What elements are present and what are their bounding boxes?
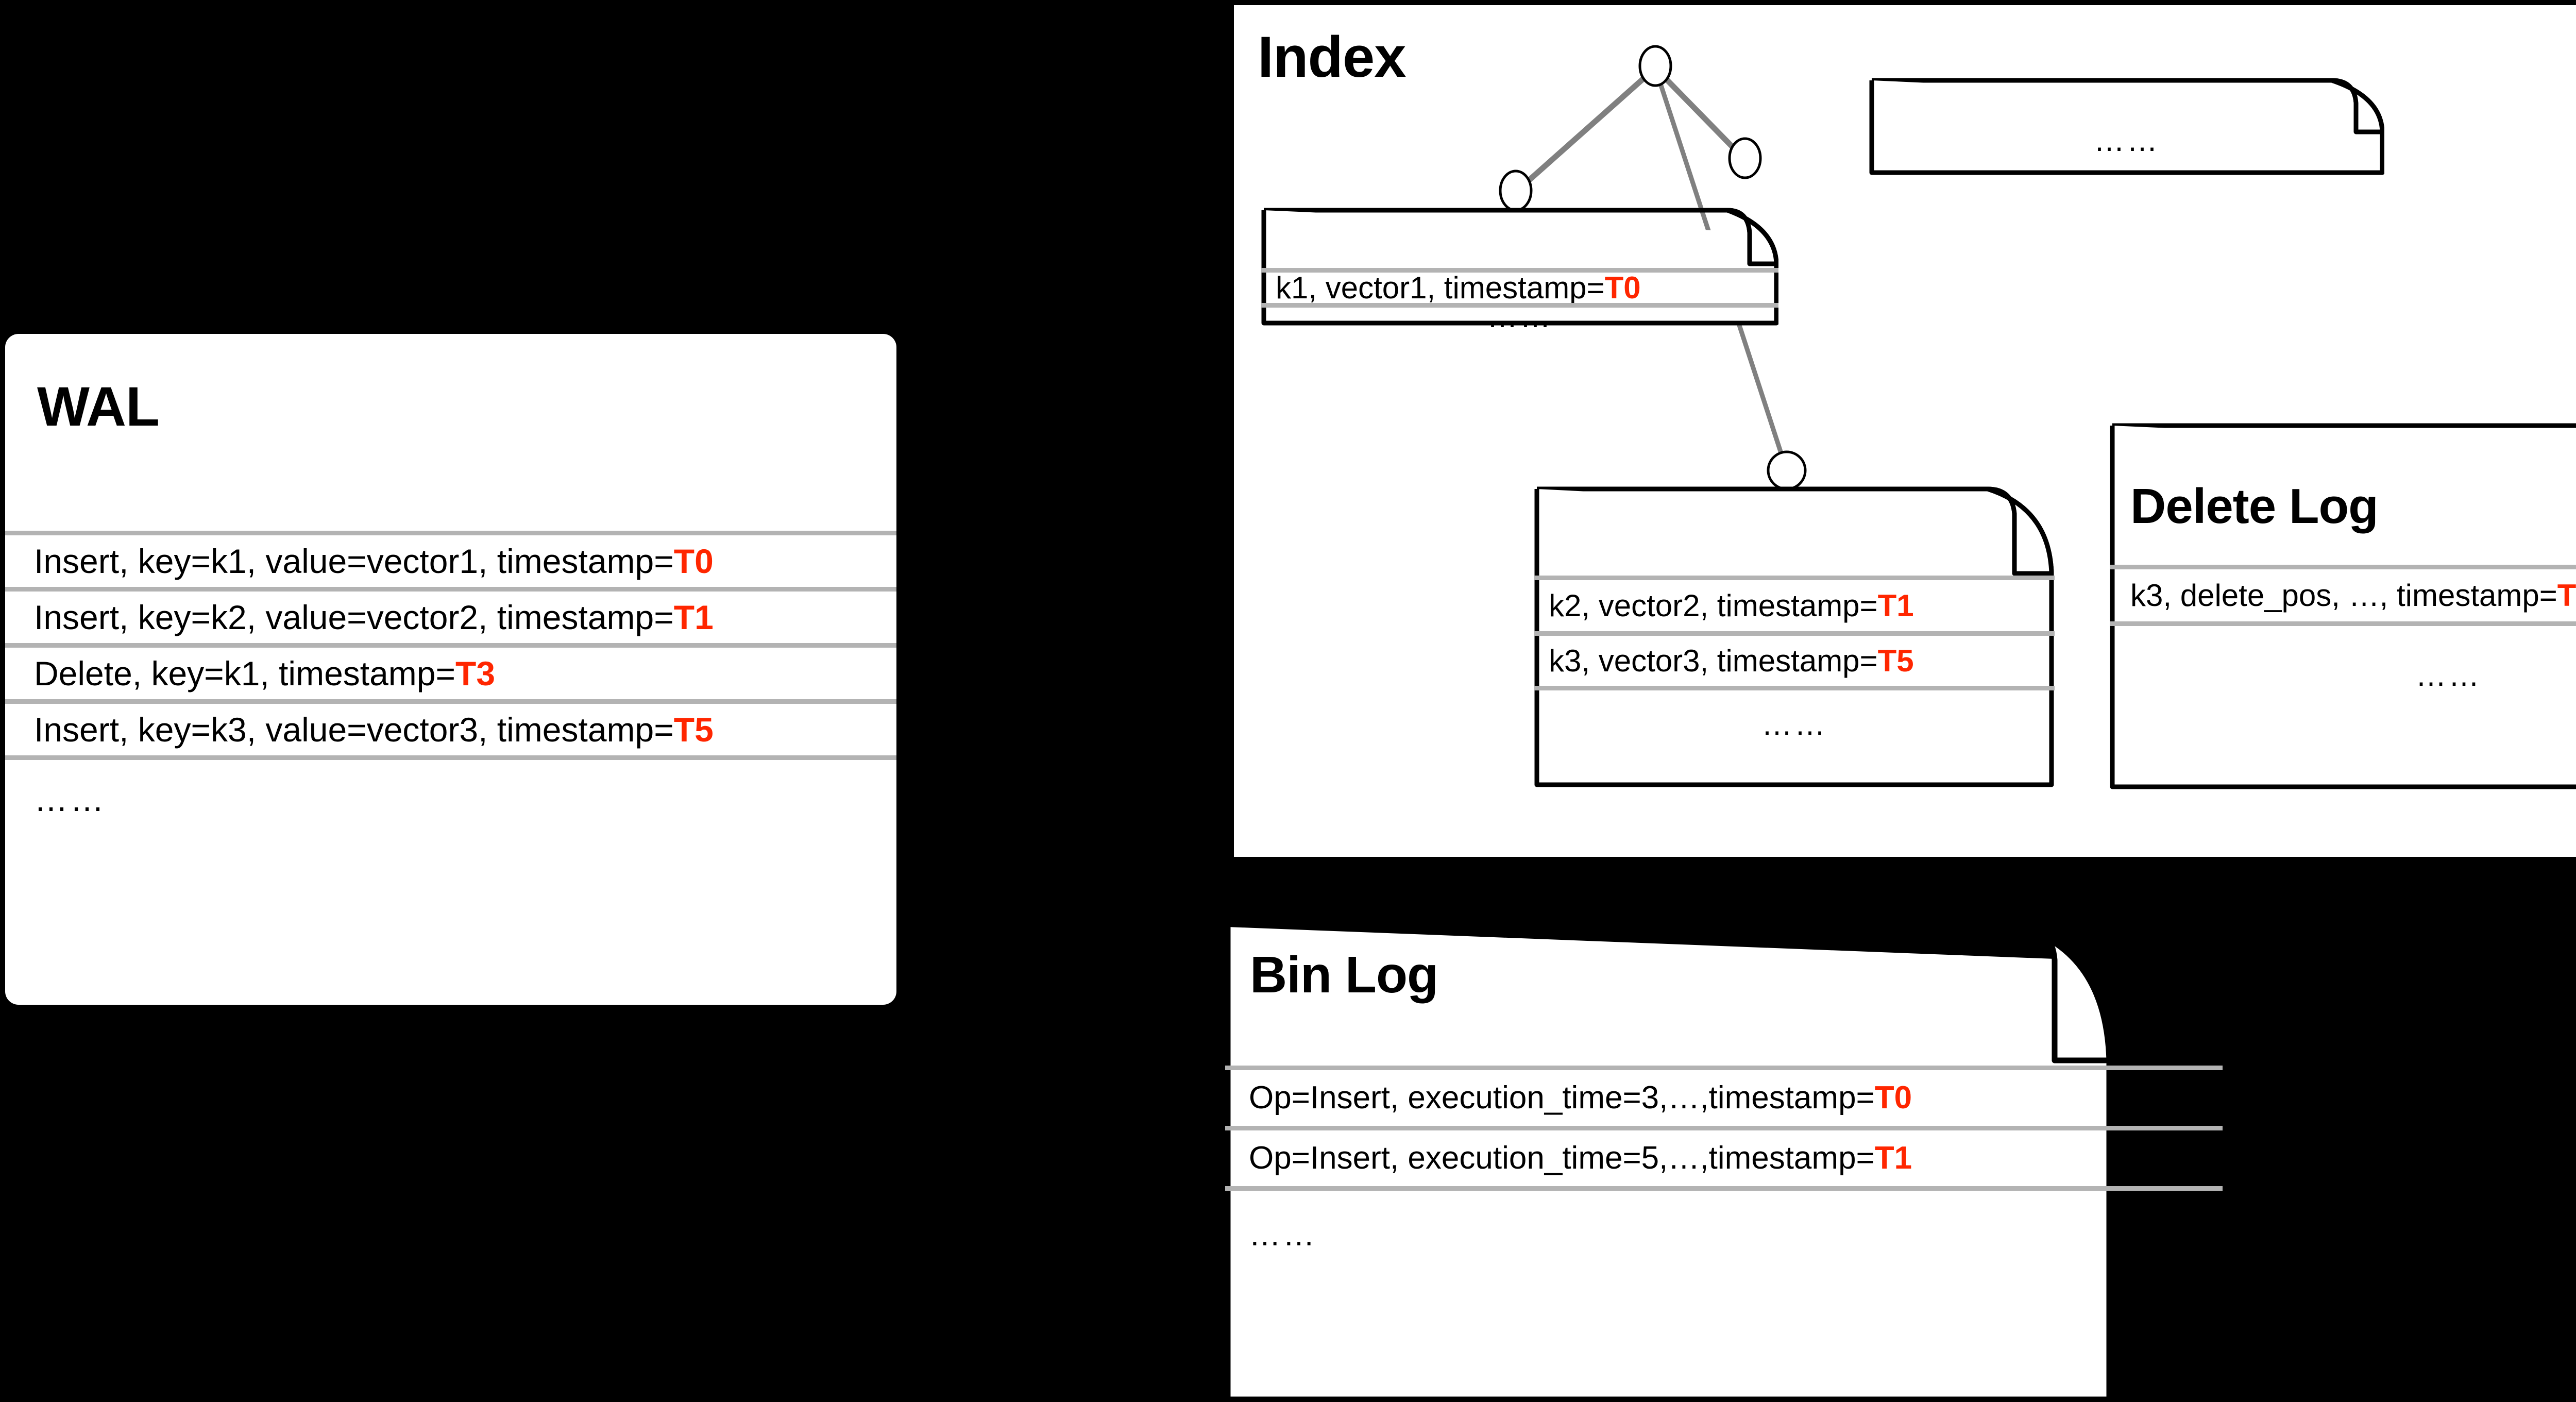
root-node-ellipse [1638, 45, 1672, 87]
delete-log-row-text: …… [2415, 657, 2482, 692]
index-leaf-row-text: k3, vector3, timestamp=T5 [1549, 643, 1914, 678]
wal-row-text: …… [34, 780, 106, 818]
timestamp-value: T5 [1877, 643, 1914, 678]
bin-log-rows: Bin Log Op=Insert, execution_time=3,…,ti… [1225, 924, 2223, 1402]
document-shape-outline [2110, 423, 2576, 789]
index-leaf-more-rows: …… [1869, 77, 2384, 175]
index-leaf-k1-rows: k1, vector1, timestamp=T0 …… [1261, 207, 1778, 332]
timestamp-value: T5 [673, 711, 714, 749]
wal-panel: WAL Insert, key=k1, value=vector1, times… [5, 334, 896, 1005]
index-leaf-row-text: …… [1487, 299, 1553, 334]
delete-log-row: …… [2110, 621, 2576, 724]
wal-row-text: Delete, key=k1, timestamp=T3 [34, 654, 496, 692]
index-leaf-row: …… [1534, 686, 2055, 758]
timestamp-value: T3 [455, 654, 496, 692]
bin-log-panel: Bin Log Op=Insert, execution_time=3,…,ti… [1225, 924, 2223, 1402]
delete-log-rows: Delete Log k3, delete_pos, …, timestamp=… [2110, 423, 2576, 789]
timestamp-value: T3 [2557, 578, 2576, 613]
wal-row-text: Insert, key=k3, value=vector3, timestamp… [34, 711, 714, 749]
wal-title: WAL [37, 375, 160, 437]
index-leaf-row-text: …… [2094, 123, 2160, 158]
index-leaf-k1: k1, vector1, timestamp=T0 …… [1261, 207, 1778, 332]
timestamp-value: T1 [673, 598, 714, 636]
index-leaf-row: …… [1869, 108, 2384, 173]
index-leaf-row: …… [1261, 301, 1778, 332]
leaf-k2k3-node-ellipse [1767, 450, 1807, 491]
bin-log-row: Op=Insert, execution_time=5,…,timestamp=… [1225, 1126, 2223, 1186]
timestamp-value: T0 [1604, 270, 1641, 305]
index-leaf-k2k3: k2, vector2, timestamp=T1 k3, vector3, t… [1534, 486, 2055, 787]
delete-log-row-text: k3, delete_pos, …, timestamp=T3 [2130, 580, 2576, 611]
bin-log-row-text: Op=Insert, execution_time=3,…,timestamp=… [1249, 1080, 1912, 1116]
timestamp-value: T0 [1874, 1080, 1912, 1116]
index-leaf-row-text: …… [1761, 706, 1827, 741]
wal-row: Delete, key=k1, timestamp=T3 [5, 643, 896, 699]
bin-log-row: Op=Insert, execution_time=3,…,timestamp=… [1225, 1066, 2223, 1126]
timestamp-value: T1 [1877, 588, 1914, 623]
index-leaf-row: k2, vector2, timestamp=T1 [1534, 576, 2055, 631]
document-shape-outline [1261, 208, 1778, 326]
bin-log-row: …… [1225, 1186, 2223, 1279]
wal-row: Insert, key=k1, value=vector1, timestamp… [5, 531, 896, 587]
wal-row: Insert, key=k2, value=vector2, timestamp… [5, 587, 896, 643]
leaf-more-node-ellipse [1728, 137, 1762, 179]
index-leaf-more: …… [1869, 77, 2384, 175]
index-leaf-row: k1, vector1, timestamp=T0 [1261, 268, 1778, 303]
index-leaf-k2k3-rows: k2, vector2, timestamp=T1 k3, vector3, t… [1534, 486, 2055, 787]
tree-edge-root-to-k1 [1515, 65, 1657, 193]
wal-row-text: Insert, key=k1, value=vector1, timestamp… [34, 542, 714, 580]
wal-row: Insert, key=k3, value=vector3, timestamp… [5, 699, 896, 755]
index-title: Index [1258, 25, 1406, 89]
document-shape-outline [1225, 924, 2223, 1402]
bin-log-title: Bin Log [1250, 946, 1438, 1004]
bin-log-row-text: Op=Insert, execution_time=5,…,timestamp=… [1249, 1140, 1912, 1176]
delete-log-row: k3, delete_pos, …, timestamp=T3 [2110, 565, 2576, 621]
wal-row: …… [5, 755, 896, 838]
leaf-k1-node-ellipse [1499, 170, 1533, 212]
index-panel: Index k1, vector1, timestamp=T0 [1234, 5, 2576, 857]
tree-edge-root-to-more [1653, 66, 1747, 162]
bin-log-row-text: …… [1249, 1217, 1317, 1253]
document-shape-outline [1534, 486, 2054, 787]
delete-log-panel: Delete Log k3, delete_pos, …, timestamp=… [2110, 423, 2576, 789]
index-leaf-row: k3, vector3, timestamp=T5 [1534, 631, 2055, 686]
timestamp-value: T0 [673, 542, 714, 580]
index-leaf-row-text: k2, vector2, timestamp=T1 [1549, 588, 1914, 623]
delete-log-title: Delete Log [2130, 479, 2379, 534]
document-shape-outline [1869, 78, 2384, 175]
wal-row-text: Insert, key=k2, value=vector2, timestamp… [34, 598, 714, 636]
index-leaf-row-text: k1, vector1, timestamp=T0 [1276, 270, 1641, 305]
timestamp-value: T1 [1874, 1140, 1912, 1176]
